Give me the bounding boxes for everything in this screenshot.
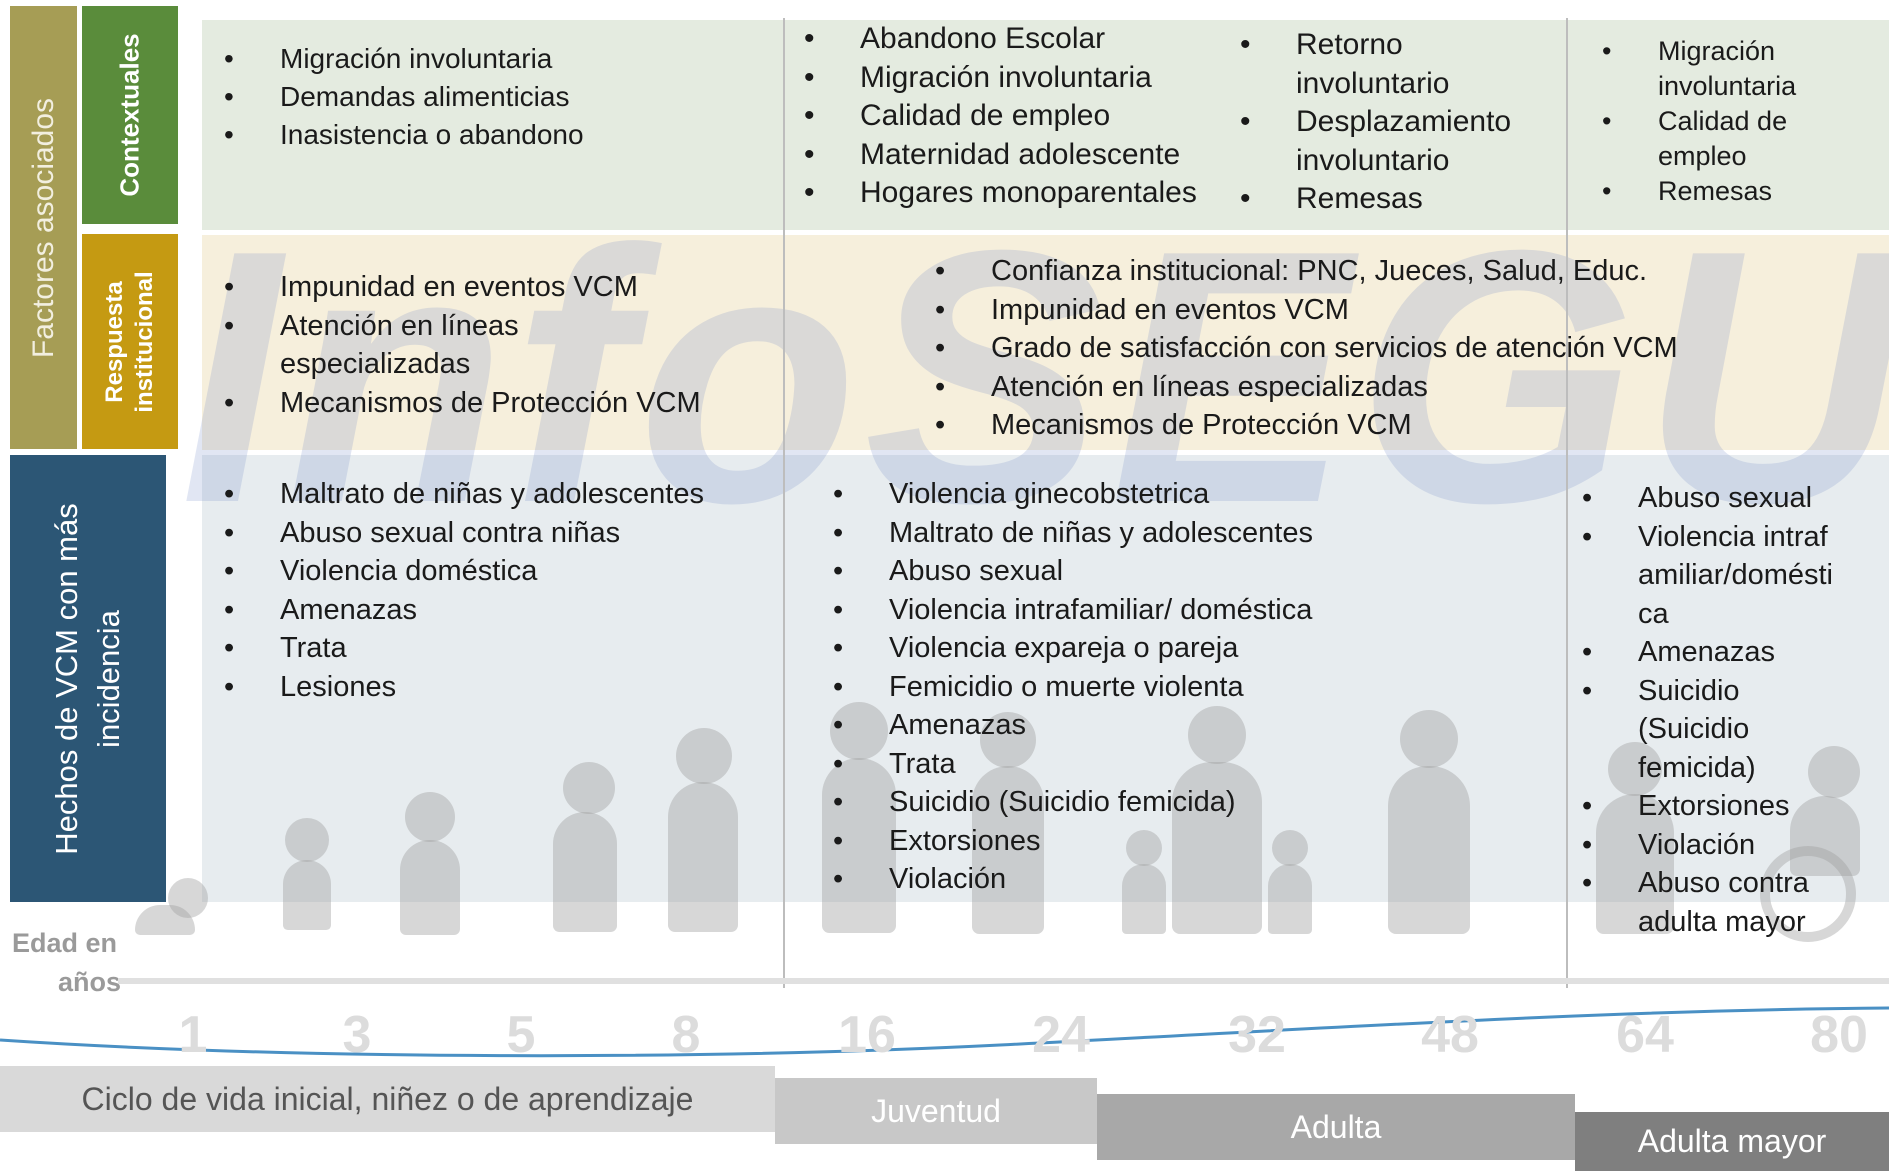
list-item: Violencia ginecobstetrica — [827, 475, 1547, 514]
hechos-vcm-label: Hechos de VCM con más incidencia — [10, 455, 166, 902]
age-tick: 24 — [1032, 1006, 1090, 1064]
list-item: Inasistencia o abandono — [218, 116, 758, 154]
list-item: Abandono Escolar — [798, 20, 1238, 59]
list-item: Abuso sexual contra niñas — [218, 514, 778, 553]
girl-hoop-icon — [405, 792, 455, 842]
list-item: Mecanismos de Protección VCM — [929, 406, 1889, 445]
list-item: Retorno involuntario — [1234, 26, 1476, 103]
age-tick: 80 — [1810, 1006, 1868, 1064]
factores-asociados-text: Factores asociados — [26, 97, 60, 358]
list-item: Violación — [1576, 826, 1876, 865]
contextuales-list-col2a: Abandono Escolar Migración involuntaria … — [798, 20, 1238, 213]
life-curve — [0, 1006, 1889, 1058]
edad-label: Edad en años — [12, 928, 122, 997]
list-item: Amenazas — [218, 591, 778, 630]
list-item: Amenazas — [1576, 633, 1876, 672]
list-item: Grado de satisfacción con servicios de a… — [929, 329, 1889, 368]
age-tick: 1 — [178, 1006, 208, 1064]
list-item: Migración involuntaria — [218, 40, 758, 78]
list-item: Demandas alimenticias — [218, 78, 758, 116]
list-item: Impunidad en eventos VCM — [218, 268, 758, 307]
list-item: Trata — [218, 629, 778, 668]
stage-adulta: Adulta — [1097, 1094, 1575, 1160]
stage-juventud: Juventud — [775, 1078, 1097, 1144]
respuesta-institucional-label: Respuesta institucional — [82, 234, 178, 449]
list-item: Violencia intrafamiliar/ doméstica — [827, 591, 1547, 630]
list-item: Calidad de empleo — [798, 97, 1238, 136]
age-tick: 32 — [1228, 1006, 1286, 1064]
list-item: Suicidio (Suicidio femicida) — [1576, 672, 1788, 788]
hechos-vcm-text: Hechos de VCM con más incidencia — [49, 502, 126, 855]
baby-crawling-icon — [168, 878, 208, 918]
list-item: Abuso contra adulta mayor — [1576, 864, 1838, 941]
age-timeline — [118, 978, 1889, 984]
list-item: Lesiones — [218, 668, 778, 707]
stage-ciclo-inicial: Ciclo de vida inicial, niñez o de aprend… — [0, 1066, 775, 1132]
list-item: Migración involuntaria — [1596, 34, 1796, 104]
list-item: Remesas — [1596, 174, 1796, 209]
contextuales-list-col2b: Retorno involuntario Desplazamiento invo… — [1234, 26, 1564, 219]
respuesta-list-col1: Impunidad en eventos VCM Atención en lín… — [218, 268, 758, 422]
girl-phone-icon — [676, 728, 732, 784]
list-item: Atención en líneas especializadas — [218, 307, 580, 384]
list-item: Amenazas — [827, 706, 1547, 745]
factores-asociados-label: Factores asociados — [10, 6, 77, 449]
list-item: Trata — [827, 745, 1547, 784]
hechos-list-col3: Abuso sexual Violencia intrafamiliar/dom… — [1576, 479, 1876, 941]
contextuales-text: Contextuales — [114, 33, 145, 197]
contextuales-list-col3: Migración involuntaria Calidad de empleo… — [1596, 34, 1796, 209]
list-item: Confianza institucional: PNC, Jueces, Sa… — [929, 252, 1889, 291]
toddler-icon — [285, 818, 329, 862]
list-item: Calidad de empleo — [1596, 104, 1796, 174]
list-item: Migración involuntaria — [798, 59, 1238, 98]
stage-adulta-mayor: Adulta mayor — [1575, 1112, 1889, 1171]
column-separator-2 — [1566, 18, 1568, 988]
list-item: Extorsiones — [827, 822, 1547, 861]
list-item: Suicidio (Suicidio femicida) — [827, 783, 1547, 822]
list-item: Impunidad en eventos VCM — [929, 291, 1889, 330]
girl-backpack-icon — [563, 762, 615, 814]
list-item: Violación — [827, 860, 1547, 899]
age-tick: 48 — [1421, 1006, 1479, 1064]
list-item: Abuso sexual — [1576, 479, 1876, 518]
list-item: Maltrato de niñas y adolescentes — [218, 475, 778, 514]
column-separator-1 — [783, 18, 785, 988]
hechos-list-col1: Maltrato de niñas y adolescentes Abuso s… — [218, 475, 778, 706]
list-item: Desplazamiento involuntario — [1234, 103, 1536, 180]
age-tick: 5 — [506, 1006, 536, 1064]
hechos-list-col2: Violencia ginecobstetrica Maltrato de ni… — [827, 475, 1547, 899]
list-item: Atención en líneas especializadas — [929, 368, 1889, 407]
age-tick: 8 — [671, 1006, 701, 1064]
list-item: Extorsiones — [1576, 787, 1876, 826]
list-item: Violencia intrafamiliar/doméstica — [1576, 518, 1838, 634]
list-item: Maltrato de niñas y adolescentes — [827, 514, 1547, 553]
age-tick: 16 — [838, 1006, 896, 1064]
list-item: Maternidad adolescente — [798, 136, 1238, 175]
list-item: Remesas — [1234, 180, 1564, 219]
respuesta-institucional-text: Respuesta institucional — [101, 270, 158, 413]
list-item: Violencia doméstica — [218, 552, 778, 591]
contextuales-label: Contextuales — [82, 6, 178, 224]
contextuales-list-col1: Migración involuntaria Demandas alimenti… — [218, 40, 758, 154]
list-item: Abuso sexual — [827, 552, 1547, 591]
list-item: Hogares monoparentales — [798, 174, 1238, 213]
age-tick: 3 — [342, 1006, 372, 1064]
respuesta-list-col2: Confianza institucional: PNC, Jueces, Sa… — [929, 252, 1889, 445]
age-tick: 64 — [1616, 1006, 1674, 1064]
list-item: Violencia expareja o pareja — [827, 629, 1547, 668]
list-item: Femicidio o muerte violenta — [827, 668, 1547, 707]
list-item: Mecanismos de Protección VCM — [218, 384, 758, 423]
